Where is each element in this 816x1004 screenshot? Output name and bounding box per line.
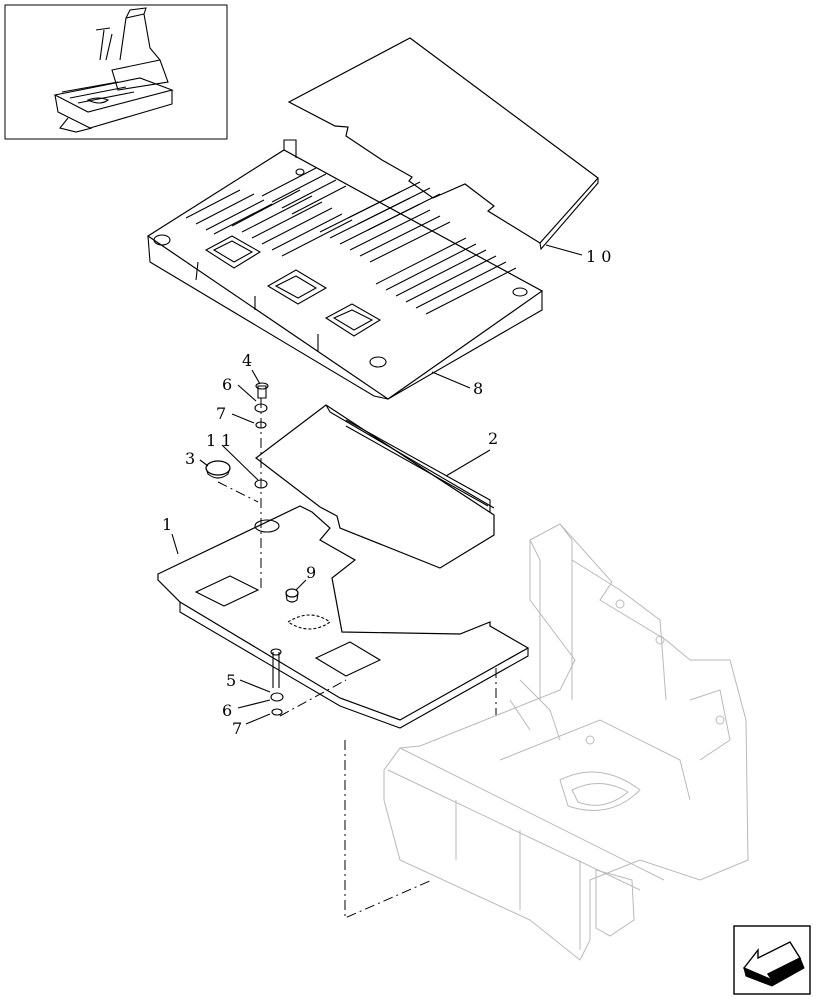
part-3-plug [205,460,259,503]
part-9-grommet [285,588,299,603]
callout-10: 1 0 [586,247,611,266]
callout-6-lower: 6 [222,701,232,720]
part-10-floor-mat [287,37,599,251]
callout-9: 9 [306,563,316,582]
callout-2: 2 [488,429,498,448]
callout-8: 8 [473,379,483,398]
part-2-mat [255,404,495,569]
callout-6-upper: 6 [222,375,232,394]
callout-3: 3 [185,449,195,468]
fastener-stack-lower [270,648,347,717]
callout-11: 1 1 [206,431,231,450]
callout-4: 4 [242,351,252,370]
fastener-stack-upper [254,382,269,590]
callouts: 1 0 8 4 6 7 1 1 3 2 1 9 5 6 7 [162,247,611,738]
callout-7-upper: 7 [216,404,226,423]
leader-lines [171,244,583,725]
callout-5: 5 [226,671,236,690]
part-8-floor-plate [146,139,544,400]
callout-7-lower: 7 [232,719,242,738]
machine-frame [383,523,749,961]
machine-seat-thumbnail-icon [4,4,228,140]
orientation-arrow-icon [733,925,811,995]
alignment-line-left [344,740,433,919]
callout-1: 1 [162,515,172,534]
part-1-base-plate [157,505,530,729]
